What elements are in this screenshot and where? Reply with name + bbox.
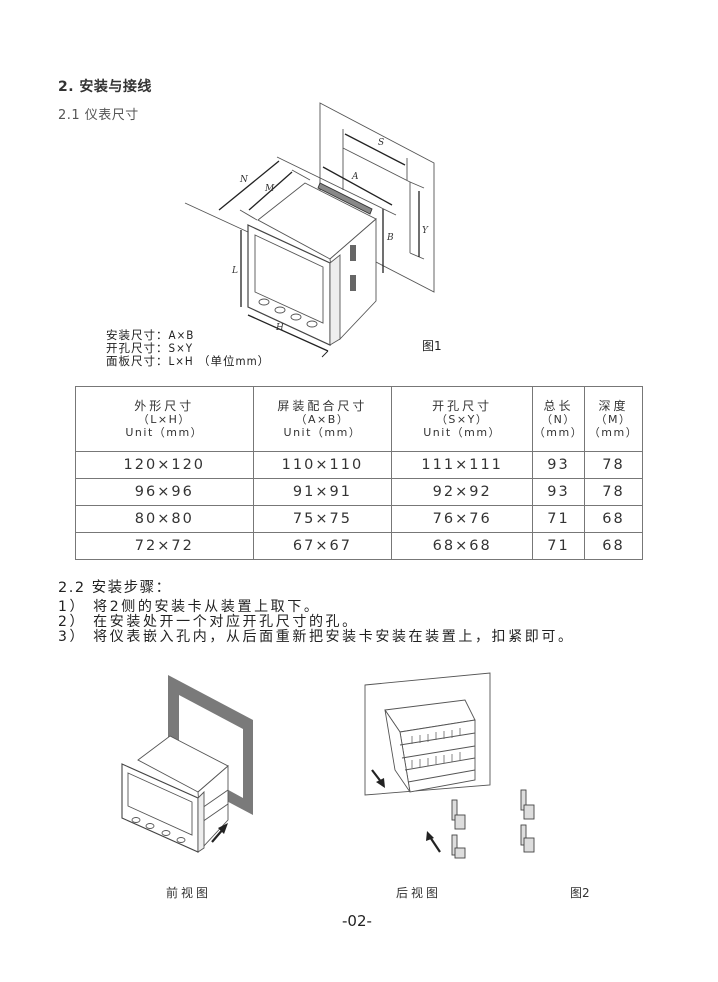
front-view-caption: 前视图 [166,886,212,900]
cell-cutout-size: 76×76 [391,505,534,533]
cell-mount-size: 75×75 [252,505,393,533]
cell-outer-size: 72×72 [75,532,254,560]
dim-label-n: N [239,175,249,185]
cell-total-length: 93 [532,478,585,506]
mounting-clip-icon [451,789,535,859]
dim-label-l: L [231,266,238,276]
figure1-caption: 图1 [422,339,442,353]
legend-panel-size: 面板尺寸：L×H （单位mm） [106,354,271,368]
cell-outer-size: 120×120 [75,451,254,479]
back-view-caption: 后视图 [396,886,442,900]
section-title: 2. 安装与接线 [58,79,152,95]
dim-label-a: A [351,172,359,182]
cell-depth: 68 [584,532,643,560]
table-header-row: 外形尺寸（L×H）Unit（mm） 屏装配合尺寸（A×B）Unit（mm） 开孔… [75,386,643,452]
header-outer-size: 外形尺寸（L×H）Unit（mm） [75,386,254,452]
header-mount-size: 屏装配合尺寸（A×B）Unit（mm） [252,386,393,452]
cell-total-length: 71 [532,505,585,533]
front-view-drawing [121,675,253,853]
table-row: 72×72 67×67 68×68 71 68 [75,532,643,560]
legend-cutout-size: 开孔尺寸：S×Y [106,341,194,355]
cell-total-length: 93 [532,451,585,479]
cell-depth: 78 [584,451,643,479]
figure2-caption: 图2 [570,886,590,900]
dim-label-h: H [275,323,284,333]
header-depth: 深度（M）（mm） [584,386,643,452]
cell-cutout-size: 111×111 [391,451,534,479]
install-steps-title: 2.2 安装步骤： [58,580,172,596]
header-total-length: 总长（N）（mm） [532,386,585,452]
install-step: 3） 将仪表嵌入孔内，从后面重新把安装卡安装在装置上，扣紧即可。 [58,629,575,645]
back-view-drawing [364,672,535,859]
install-step: 2） 在安装处开一个对应开孔尺寸的孔。 [58,614,359,630]
cell-cutout-size: 68×68 [391,532,534,560]
header-cutout-size: 开孔尺寸（S×Y）Unit（mm） [391,386,534,452]
cell-depth: 78 [584,478,643,506]
attach-arrow-icon [429,836,441,853]
table-row: 96×96 91×91 92×92 93 78 [75,478,643,506]
cell-outer-size: 96×96 [75,478,254,506]
cell-cutout-size: 92×92 [391,478,534,506]
table-row: 120×120 110×110 111×111 93 78 [75,451,643,479]
figure1-dimension-drawing: N M A S B Y L H [184,102,435,358]
dim-label-y: Y [422,226,429,236]
table-row: 80×80 75×75 76×76 71 68 [75,505,643,533]
dim-label-m: M [264,184,275,194]
install-step: 1） 将2侧的安装卡从装置上取下。 [58,599,321,615]
subsection-title: 2.1 仪表尺寸 [58,108,139,123]
figure1-legend: 安装尺寸：A×B 开孔尺寸：S×Y 面板尺寸：L×H （单位mm） [106,329,270,368]
cell-outer-size: 80×80 [75,505,254,533]
cell-mount-size: 91×91 [252,478,393,506]
install-steps-list: 1） 将2侧的安装卡从装置上取下。 2） 在安装处开一个对应开孔尺寸的孔。 3）… [58,600,575,645]
legend-install-size: 安装尺寸：A×B [106,328,195,342]
dim-label-s: S [378,138,384,148]
dimension-table: 外形尺寸（L×H）Unit（mm） 屏装配合尺寸（A×B）Unit（mm） 开孔… [75,386,643,560]
cell-mount-size: 110×110 [252,451,393,479]
page-number: -02- [342,912,372,930]
dim-label-b: B [386,233,394,243]
cell-mount-size: 67×67 [252,532,393,560]
cell-total-length: 71 [532,532,585,560]
cell-depth: 68 [584,505,643,533]
